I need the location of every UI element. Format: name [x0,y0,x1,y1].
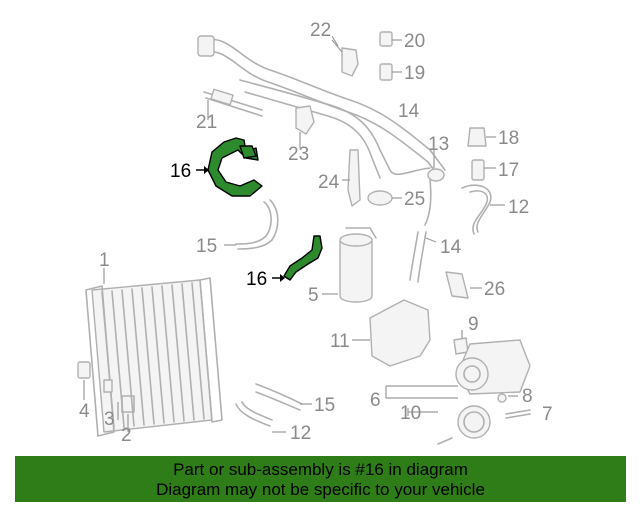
callout-8: 8 [522,386,533,407]
callout-17: 17 [498,160,519,181]
part-26-bracket [445,271,469,299]
banner-line-2: Diagram may not be specific to your vehi… [156,480,485,499]
callout-6: 6 [370,390,381,411]
callout-3: 3 [104,409,115,430]
leader-lines [117,35,435,432]
callout-10: 10 [400,403,421,424]
part-21 [203,88,263,117]
callout-7: 7 [542,404,553,425]
callout-9: 9 [468,314,479,335]
callout-20: 20 [404,31,425,52]
callout-13: 13 [428,134,449,155]
part-24-bracket [347,149,361,207]
callout-14-lower: 14 [440,237,462,258]
part-16-hose-lower [272,235,323,282]
callout-15-lower: 15 [314,395,335,416]
part-1-condenser [85,268,223,437]
callout-14-upper: 14 [398,101,420,122]
callout-15-upper: 15 [196,236,217,257]
part-9-bolt [453,337,469,355]
callout-23: 23 [288,144,309,165]
callout-1: 1 [99,250,110,271]
callout-16-lower: 16 [246,269,267,290]
callout-21: 21 [196,112,217,133]
callout-4: 4 [79,401,90,422]
part-17-valve [471,159,496,181]
info-banner: Part or sub-assembly is #16 in diagram D… [15,456,626,502]
part-25-clamp [367,190,393,206]
part-22 [331,39,359,77]
callout-19: 19 [404,63,425,84]
part-12-hose-lower [235,401,273,427]
part-20-cap [379,31,402,47]
part-4-switch [77,361,91,379]
part-6-compressor [385,339,531,399]
callout-22: 22 [310,20,331,41]
part-23 [295,105,315,135]
part-19-valve [379,63,402,81]
callout-25: 25 [404,189,425,210]
callout-12-lower: 12 [290,423,311,444]
callout-24: 24 [318,172,340,193]
callout-5: 5 [308,285,319,306]
parts-diagram: 22 20 19 14 21 23 13 18 17 16 24 25 12 1… [77,20,553,446]
callout-12-upper: 12 [508,197,529,218]
part-2-valve [121,395,135,413]
part-12-hose-upper [461,184,492,235]
part-16-hose-upper [196,137,263,197]
part-14-lower [409,231,427,283]
callout-2: 2 [121,425,132,446]
part-10-clutch [407,405,491,445]
part-11-bracket [369,299,431,367]
callout-16-upper: 16 [170,161,191,182]
callout-18: 18 [498,128,519,149]
part-7-bolt [505,409,531,419]
callout-11: 11 [330,331,350,352]
ac-line-assembly [197,35,446,226]
banner-line-1: Part or sub-assembly is #16 in diagram [173,460,468,479]
part-5-receiver-drier [322,227,377,303]
part-15-hose-upper [235,199,279,250]
callout-26: 26 [484,279,505,300]
part-8-washer [497,393,507,403]
part-15-hose-lower [255,383,303,411]
part-18-cap [467,127,496,147]
part-3-clip [103,379,113,393]
